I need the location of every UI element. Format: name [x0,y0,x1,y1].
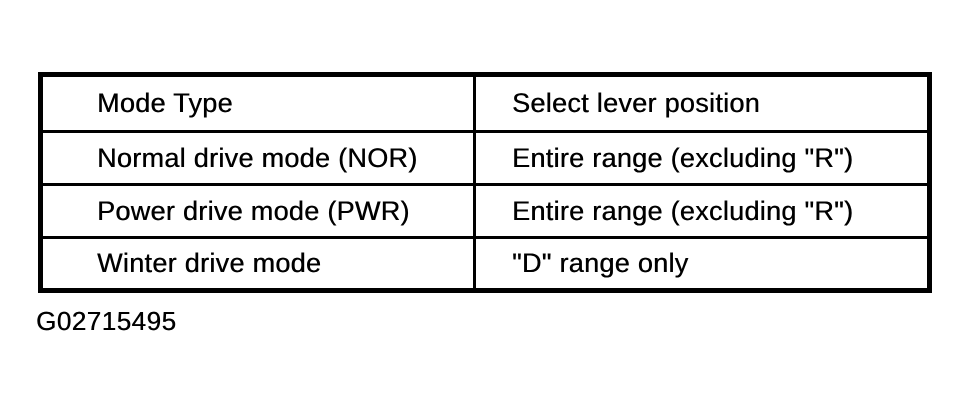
cell-lever-position: "D" range only [473,236,931,292]
figure-id: G02715495 [36,306,177,336]
cell-mode-type: Normal drive mode (NOR) [39,130,476,186]
drive-mode-table: Mode Type Select lever position Normal d… [38,72,932,293]
cell-mode-type: Winter drive mode [39,236,476,292]
cell-lever-position: Entire range (excluding "R") [473,183,931,239]
cell-mode-type: Power drive mode (PWR) [39,183,476,239]
table-row-power-mode: Power drive mode (PWR) Entire range (exc… [39,183,931,239]
table-header-row: Mode Type Select lever position [39,73,931,133]
column-header-mode-type: Mode Type [39,73,476,133]
table-row-winter-mode: Winter drive mode "D" range only [39,236,931,292]
cell-lever-position: Entire range (excluding "R") [473,130,931,186]
column-header-select-lever-position: Select lever position [473,73,931,133]
table-row-normal-mode: Normal drive mode (NOR) Entire range (ex… [39,130,931,186]
